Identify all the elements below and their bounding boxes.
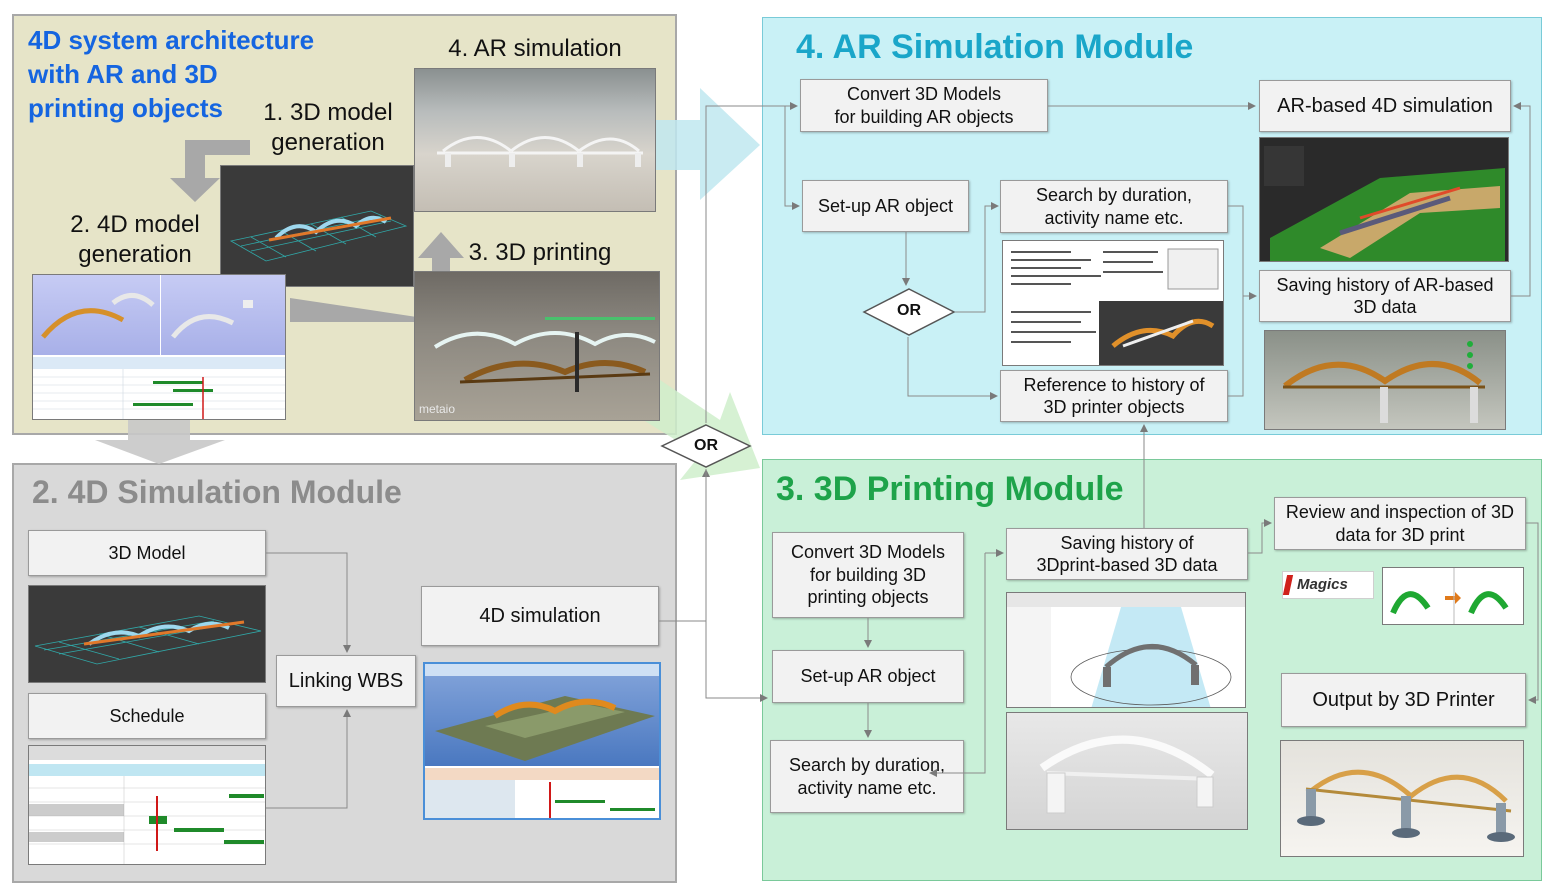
ar-saved-bridge-screenshot [1264,330,1506,430]
4d-simulation-box: 4D simulation [421,586,659,646]
3d-printing-screenshot: metaio [414,271,660,421]
print-convert-box: Convert 3D Models for building 3D printi… [772,532,964,618]
ar-reference-box: Reference to history of 3D printer objec… [1000,370,1228,422]
ar-search-screenshot [1002,240,1224,366]
linking-wbs-box: Linking WBS [276,655,416,707]
4d-3d-model-screenshot [28,585,266,683]
step2-label: 2. 4D model generation [70,211,200,268]
step4-label: 4. AR simulation [448,35,622,62]
magics-logo: Magics [1282,571,1374,599]
4d-model-screenshot [32,274,286,420]
printed-output-photo [1280,740,1524,857]
ar-module-title: 4. AR Simulation Module [796,28,1194,66]
print-output-box: Output by 3D Printer [1281,673,1526,727]
ar-4d-simulation-screenshot [1259,137,1509,262]
print-saving-box: Saving history of 3Dprint-based 3D data [1006,528,1248,580]
print-setup-box: Set-up AR object [772,650,964,703]
step1-label: 1. 3D model generation [263,99,393,156]
metaio-watermark: metaio [419,402,456,416]
ar-saving-box: Saving history of AR-based 3D data [1259,270,1511,322]
overview-title: 4D system architecture with AR and 3D pr… [28,25,315,123]
schedule-screenshot [28,745,266,865]
magics-screenshot [1382,567,1524,625]
ar-or-label: OR [897,302,921,319]
center-or-label: OR [694,437,718,454]
ar-setup-box: Set-up AR object [802,180,969,232]
center-or-diamond [660,424,752,468]
ar-search-box: Search by duration, activity name etc. [1000,180,1228,233]
slicer-screenshot [1006,592,1246,708]
schedule-box: Schedule [28,693,266,739]
4d-simulation-screenshot [423,662,661,820]
printed-bridge-photo [1006,712,1248,830]
ar-simulation-photo [414,68,656,212]
3d-model-screenshot [220,165,414,287]
4d-simulation-title: 2. 4D Simulation Module [32,474,402,510]
print-review-box: Review and inspection of 3D data for 3D … [1274,497,1526,550]
step3-label: 3. 3D printing [468,239,612,266]
3d-model-box: 3D Model [28,530,266,576]
ar-or-diamond [862,288,956,336]
ar-convert-box: Convert 3D Models for building AR object… [800,79,1048,132]
3d-printing-title: 3. 3D Printing Module [776,470,1124,508]
ar-4d-simulation-box: AR-based 4D simulation [1259,80,1511,132]
